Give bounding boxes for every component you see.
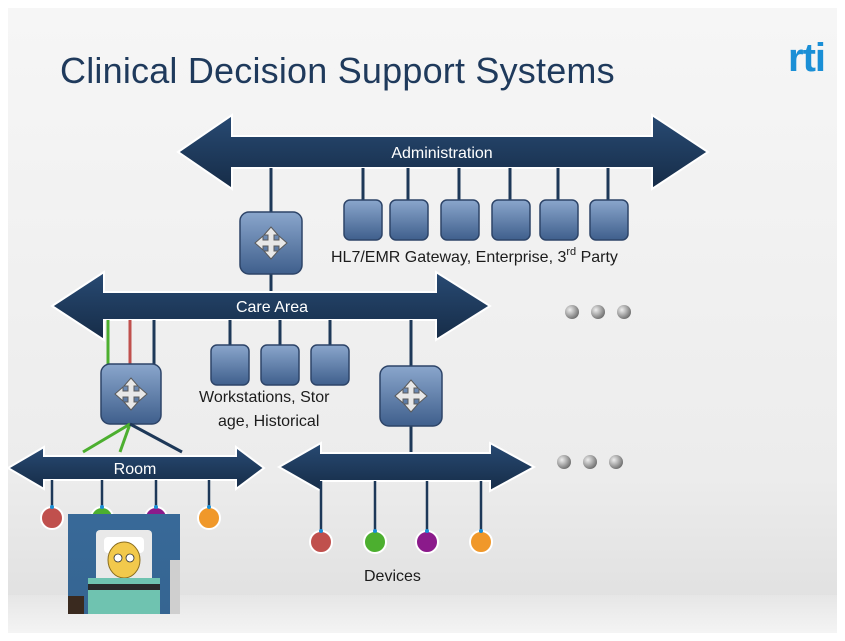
device-icon [363,530,387,554]
slide-title: Clinical Decision Support Systems [60,50,615,91]
room-downlinks [82,422,183,454]
server-icon [310,344,350,386]
device-icon [415,530,439,554]
room-bus [6,445,266,491]
care-area-stubs [228,320,332,348]
ellipsis-dots [557,455,623,469]
gateway-label: HL7/EMR Gateway, Enterprise, 3rd Party [331,246,618,266]
server-icon [210,344,250,386]
workstations-label-line1: Workstations, Stor [199,389,330,406]
devices [309,481,493,554]
server-icon [589,199,629,241]
device-bus [276,441,537,493]
server-icon [260,344,300,386]
server-icon [440,199,480,241]
router-icon [379,365,443,427]
router-icon [100,363,162,425]
room-bus-label: Room [114,461,157,478]
router-icon [239,211,303,275]
server-icon [539,199,579,241]
device-icon [197,506,221,530]
admin-server-group [361,168,610,202]
server-icon [343,199,383,241]
device-icon [309,530,333,554]
room-uplinks [106,320,156,367]
workstations-label-line2: age, Historical [218,413,319,430]
care-area-bus-label: Care Area [236,299,308,316]
administration-bus-label: Administration [391,145,492,162]
devices-label: Devices [364,568,421,585]
server-icon [389,199,429,241]
rti-logo: rti [788,36,826,80]
patient-illustration [68,514,180,614]
device-icon [469,530,493,554]
device-icon [40,506,64,530]
server-icon [491,199,531,241]
ellipsis-dots [565,305,631,319]
care-area-bus [50,270,492,342]
administration-bus [176,113,710,191]
